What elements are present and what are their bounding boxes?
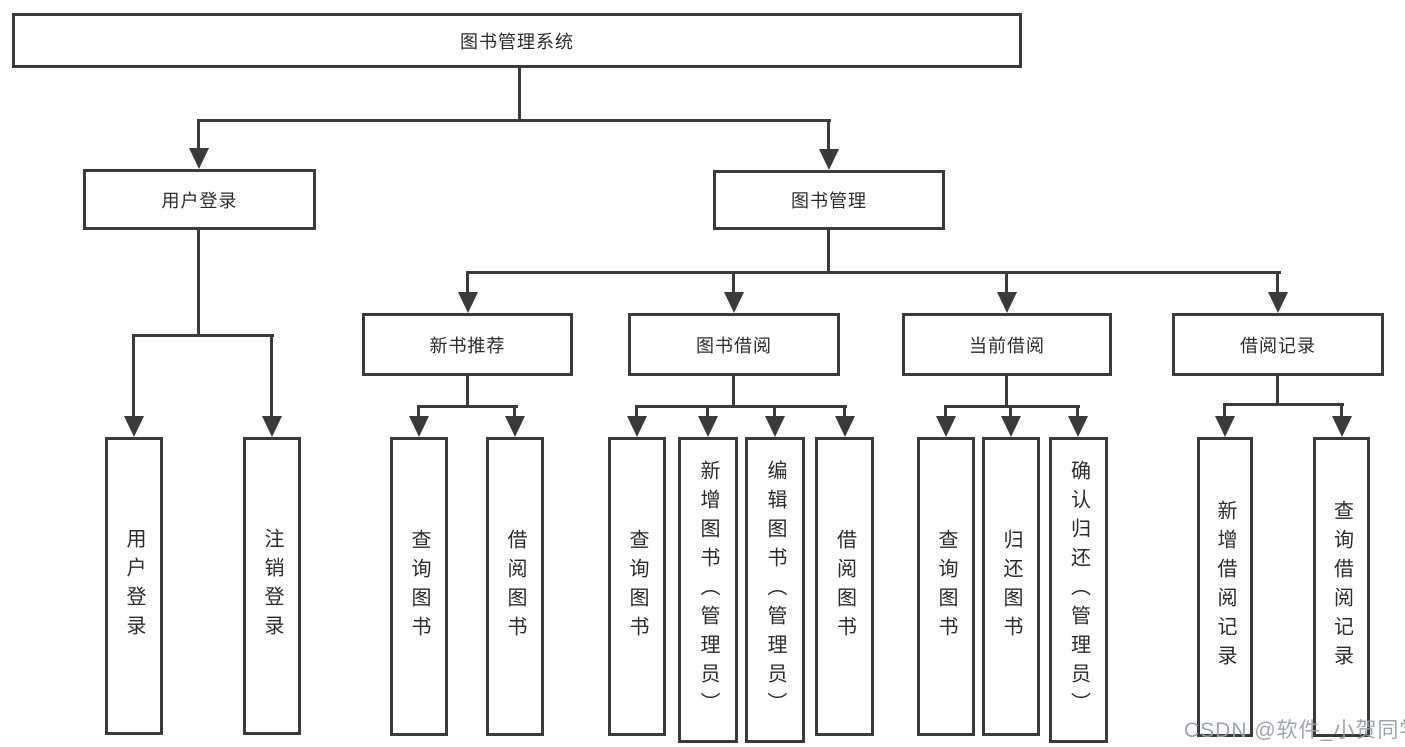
connector-stem-records-add [1223,403,1226,417]
arrowhead-borrow-query [627,416,647,437]
watermark: CSDN @软件_小贺同学 [1184,719,1405,742]
arrowhead-newbooks-query [409,416,429,437]
leaf-current-query: 查询图书 [917,437,975,736]
arrowhead-leaf-login [124,416,144,437]
arrowhead-current-query [936,416,956,437]
leaf-current-query-label: 查询图书 [935,528,957,645]
leaf-records-add: 新增借阅记录 [1197,437,1253,737]
arrowhead-newbooks-borrow [505,416,525,437]
leaf-borrow-borrow-label: 借阅图书 [833,528,856,645]
leaf-current-return: 归还图书 [982,437,1040,736]
connector-stem-current-borrow [1005,271,1008,293]
connector-records-trunk [1276,376,1279,405]
leaf-borrow-add-admin: 新增图书（管理员） [678,437,738,743]
node-root-label: 图书管理系统 [460,31,574,52]
node-book-borrow-label: 图书借阅 [696,335,772,356]
connector-stem-current-query [944,405,947,417]
connector-stem-book-borrow [732,271,735,293]
leaf-records-query: 查询借阅记录 [1313,437,1370,737]
node-book-borrow: 图书借阅 [628,313,840,376]
connector-stem-current-confirm [1076,405,1079,417]
connector-stem-borrow-borrow [843,405,846,417]
connector-stem-user-login [197,119,200,150]
node-root: 图书管理系统 [12,13,1022,68]
leaf-user-login: 用户登录 [105,437,163,735]
arrowhead-new-books [458,292,478,313]
connector-stem-leaf-login [132,334,135,416]
leaf-borrow-edit-admin: 编辑图书（管理员） [745,437,805,743]
leaf-newbooks-borrow-label: 借阅图书 [504,528,526,645]
connector-stem-leaf-logout [270,334,273,416]
node-current-borrow: 当前借阅 [902,313,1112,376]
arrowhead-current-return [1001,416,1021,437]
leaf-borrow-add-admin-label: 新增图书（管理员） [697,459,719,721]
connector-stem-borrow-query [635,405,638,417]
arrowhead-borrow-records [1268,292,1288,313]
connector-stem-borrow-records [1276,271,1279,293]
leaf-newbooks-query-label: 查询图书 [408,528,430,645]
connector-newbooks-rail [417,405,518,408]
connector-records-rail [1223,403,1344,406]
leaf-borrow-borrow: 借阅图书 [815,437,874,736]
arrowhead-current-confirm [1068,416,1088,437]
connector-bookmgmt-trunk [827,230,830,273]
leaf-logout-label: 注销登录 [261,528,283,644]
node-user-login-label: 用户登录 [161,190,238,211]
connector-stem-current-return [1009,405,1012,417]
connector-stem-newbooks-borrow [513,405,516,417]
connector-currentborrow-trunk [1005,376,1008,407]
leaf-borrow-query: 查询图书 [608,437,666,736]
leaf-borrow-edit-admin-label: 编辑图书（管理员） [764,459,786,721]
arrowhead-records-add [1215,416,1235,437]
leaf-newbooks-borrow: 借阅图书 [486,437,544,736]
connector-stem-borrow-edit [773,405,776,417]
node-borrow-records-label: 借阅记录 [1240,335,1316,356]
leaf-logout: 注销登录 [243,437,301,735]
leaf-records-add-label: 新增借阅记录 [1214,500,1236,674]
connector-stem-records-query [1340,403,1343,417]
leaf-borrow-query-label: 查询图书 [626,528,648,645]
leaf-current-confirm-admin-label: 确认归还（管理员） [1067,459,1090,721]
connector-userlogin-rail [132,334,274,337]
node-new-book-recommend-label: 新书推荐 [429,335,506,356]
arrowhead-borrow-add [698,416,718,437]
arrowhead-book-mgmt [819,149,839,170]
connector-root-rail [198,119,831,122]
arrowhead-current-borrow [997,292,1017,313]
arrowhead-book-borrow [724,292,744,313]
connector-stem-book-mgmt [827,119,830,151]
arrowhead-records-query [1332,416,1352,437]
leaf-current-confirm-admin: 确认归还（管理员） [1049,437,1108,743]
node-current-borrow-label: 当前借阅 [969,335,1045,356]
node-book-management-label: 图书管理 [791,191,867,211]
node-book-management: 图书管理 [713,170,945,230]
leaf-user-login-label: 用户登录 [123,528,145,644]
arrowhead-borrow-edit [765,416,785,437]
arrowhead-borrow-borrow [835,416,855,437]
node-user-login: 用户登录 [83,169,316,230]
connector-currentborrow-rail [944,405,1080,408]
connector-stem-newbooks-query [417,405,420,417]
leaf-records-query-label: 查询借阅记录 [1330,500,1353,674]
arrowhead-leaf-logout [262,416,282,437]
leaf-newbooks-query: 查询图书 [390,437,448,736]
connector-root-trunk [518,68,521,121]
connector-stem-new-books [466,271,469,293]
leaf-current-return-label: 归还图书 [1000,528,1022,645]
connector-newbooks-trunk [466,376,469,407]
node-new-book-recommend: 新书推荐 [362,313,573,376]
connector-bookmgmt-rail [466,271,1281,274]
connector-userlogin-trunk [197,230,200,336]
arrowhead-user-login [189,148,209,169]
connector-bookborrow-rail [635,405,847,408]
connector-bookborrow-trunk [732,376,735,407]
node-borrow-records: 借阅记录 [1172,313,1384,376]
connector-stem-borrow-add [706,405,709,417]
